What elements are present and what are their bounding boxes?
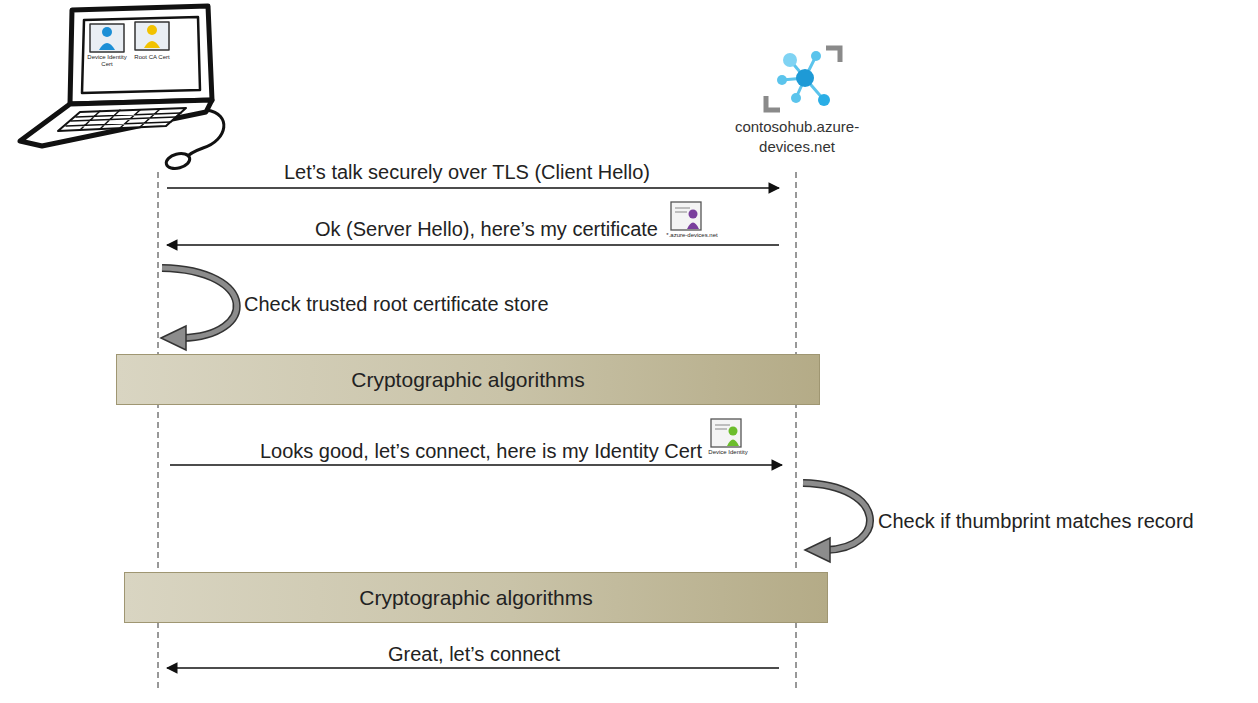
message-arrow (167, 187, 779, 188)
sequence-label: Great, let’s connect (388, 642, 560, 666)
band-text: Cryptographic algorithms (351, 368, 584, 392)
sequence-label: Looks good, let’s connect, here is my Id… (260, 439, 702, 463)
device-certificate-icon (711, 419, 741, 447)
sequence-label: Check if thumbprint matches record (878, 509, 1194, 533)
sequence-label: Device Identity (703, 449, 753, 456)
sequence-label: Device Identity Cert (87, 54, 127, 68)
server-certificate-icon (671, 202, 701, 230)
self-arrow (803, 483, 870, 562)
process-band: Cryptographic algorithms (124, 572, 828, 623)
process-band: Cryptographic algorithms (116, 354, 820, 405)
sequence-label: Let’s talk securely over TLS (Client Hel… (284, 160, 650, 184)
message-arrow (167, 244, 779, 245)
hub-name: contosohub.azure-devices.net (727, 117, 867, 157)
self-arrow (161, 268, 237, 350)
iot-hub-icon (766, 48, 840, 110)
message-arrow (170, 464, 782, 465)
sequence-label: Root CA Cert (132, 54, 172, 61)
sequence-label: *.azure-devices.net (660, 232, 724, 239)
message-arrow (167, 667, 779, 668)
band-text: Cryptographic algorithms (359, 586, 592, 610)
sequence-label: Ok (Server Hello), here’s my certificate (315, 217, 658, 241)
laptop-illustration (20, 6, 224, 171)
sequence-label: Check trusted root certificate store (244, 292, 549, 316)
